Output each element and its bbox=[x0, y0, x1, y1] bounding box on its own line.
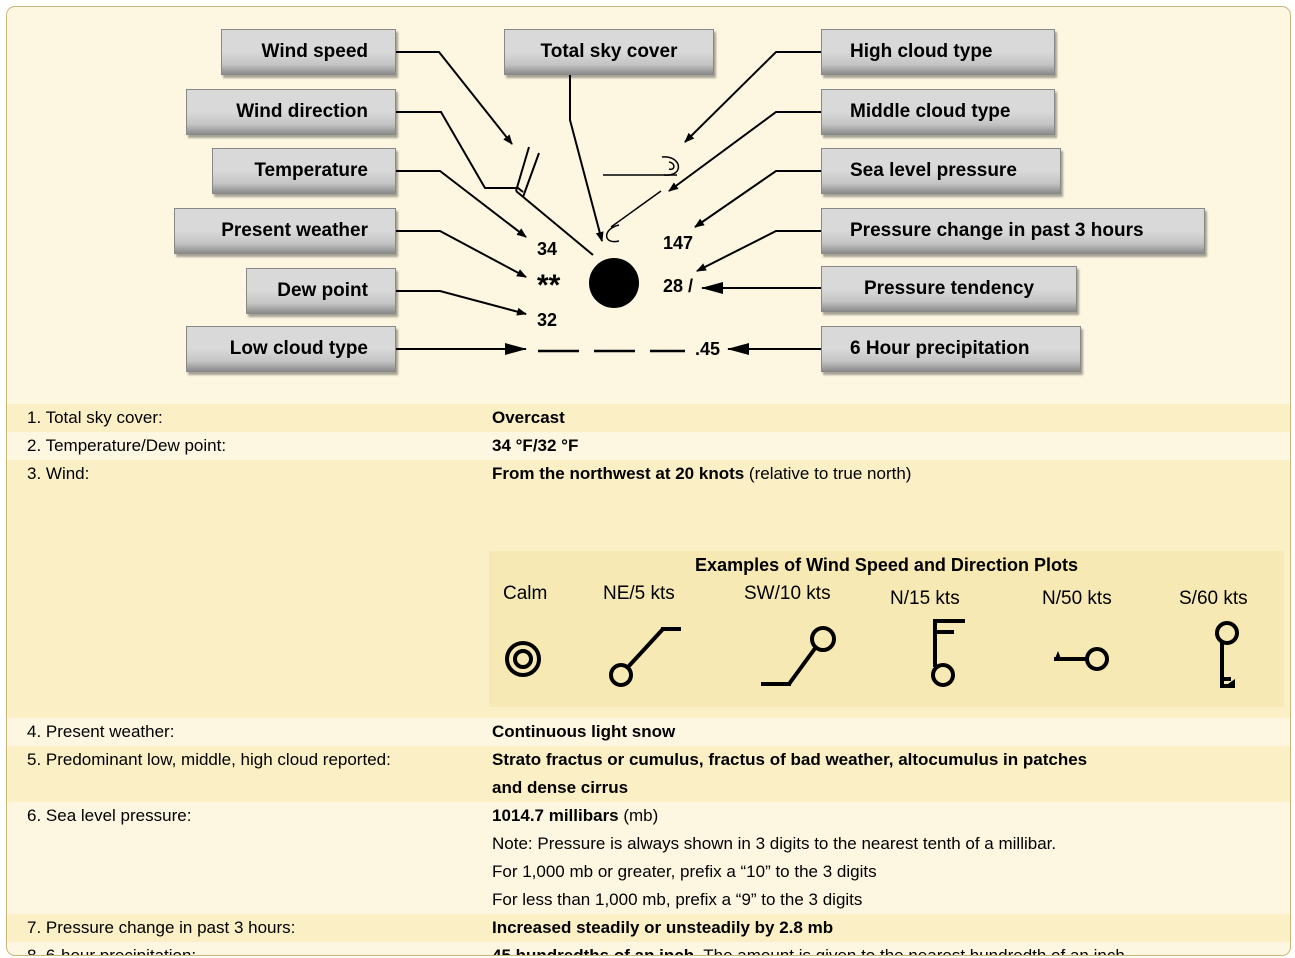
row-key: 5. Predominant low, middle, high cloud r… bbox=[27, 750, 391, 769]
wind-barb-symbol bbox=[515, 146, 594, 256]
middle-cloud-symbol bbox=[605, 190, 662, 243]
sky-cover-circle bbox=[589, 258, 639, 308]
present-weather-leader bbox=[395, 230, 527, 278]
table-row: 6. Sea level pressure: 1014.7 millibars … bbox=[7, 802, 1290, 914]
table-row: 5. Predominant low, middle, high cloud r… bbox=[7, 746, 1290, 802]
example-label-calm: Calm bbox=[503, 583, 548, 604]
row-key: 6. Sea level pressure: bbox=[27, 806, 192, 825]
row-value: Strato fractus or cumulus, fractus of ba… bbox=[492, 750, 1088, 769]
calm-circle-icon bbox=[505, 641, 541, 677]
label-wind-speed: Wind speed bbox=[221, 29, 396, 75]
example-label-n15: N/15 kts bbox=[890, 588, 960, 609]
wind-s-60kt-icon bbox=[1215, 621, 1239, 688]
sea-level-pressure-value: 147 bbox=[663, 233, 694, 253]
example-label-ne5: NE/5 kts bbox=[603, 583, 675, 604]
row-value: Overcast bbox=[492, 408, 565, 427]
row-value-cont: and dense cirrus bbox=[492, 778, 629, 797]
pressure-change-leader bbox=[696, 230, 822, 272]
label-sea-level-pressure: Sea level pressure bbox=[821, 148, 1061, 194]
total-sky-cover-leader bbox=[569, 74, 604, 242]
wind-sw-10kt-icon bbox=[761, 626, 836, 686]
wind-n-15kt-icon bbox=[931, 619, 965, 687]
wind-ne-5kt-icon bbox=[609, 627, 681, 687]
row-value-note: (relative to true north) bbox=[744, 464, 912, 483]
dew-point-value: 32 bbox=[537, 310, 558, 330]
label-middle-cloud-type: Middle cloud type bbox=[821, 89, 1055, 135]
dew-point-leader bbox=[395, 290, 527, 316]
wind-direction-leader bbox=[395, 111, 524, 193]
high-cloud-symbol bbox=[603, 156, 680, 176]
row-key: 4. Present weather: bbox=[27, 722, 175, 741]
pressure-note-1: Note: Pressure is always shown in 3 digi… bbox=[492, 834, 1057, 853]
row-value: Increased steadily or unsteadily by 2.8 … bbox=[492, 918, 834, 937]
row-value: 45 hundredths of an inch. bbox=[492, 946, 699, 956]
label-total-sky-cover: Total sky cover bbox=[504, 29, 714, 75]
temperature-leader bbox=[395, 170, 527, 238]
label-dew-point: Dew point bbox=[246, 268, 396, 314]
table-row: 3. Wind: From the northwest at 20 knots … bbox=[7, 460, 1290, 718]
table-row: 2. Temperature/Dew point: 34 °F/32 °F bbox=[7, 432, 1290, 460]
wind-examples-box: Examples of Wind Speed and Direction Plo… bbox=[489, 551, 1284, 707]
leader-lines bbox=[395, 51, 822, 355]
wind-n-50kt-icon bbox=[1054, 647, 1109, 671]
row-key: 3. Wind: bbox=[27, 464, 90, 483]
row-value-unit: (mb) bbox=[618, 806, 659, 825]
explanation-table: 1. Total sky cover: Overcast 2. Temperat… bbox=[7, 404, 1290, 956]
high-cloud-leader bbox=[684, 51, 822, 143]
row-key: 1. Total sky cover: bbox=[27, 408, 163, 427]
label-high-cloud-type: High cloud type bbox=[821, 29, 1055, 75]
row-key: 8. 6-hour precipitation: bbox=[27, 946, 197, 956]
row-value: From the northwest at 20 knots bbox=[492, 464, 745, 483]
label-pressure-change: Pressure change in past 3 hours bbox=[821, 208, 1205, 254]
sea-level-pressure-leader bbox=[694, 170, 822, 228]
middle-cloud-leader bbox=[668, 111, 822, 192]
wind-examples-symbols bbox=[505, 619, 1239, 688]
table-row: 1. Total sky cover: Overcast bbox=[7, 404, 1290, 432]
label-present-weather: Present weather bbox=[174, 208, 396, 254]
wind-speed-leader bbox=[395, 51, 513, 145]
pressure-change-value: 28 / bbox=[663, 276, 694, 296]
label-wind-direction: Wind direction bbox=[186, 89, 396, 135]
label-temperature: Temperature bbox=[212, 148, 396, 194]
pressure-note-3: For less than 1,000 mb, prefix a “9” to … bbox=[492, 890, 863, 909]
row-value-note: The amount is given to the nearest hundr… bbox=[698, 946, 1130, 956]
label-low-cloud-type: Low cloud type bbox=[186, 326, 396, 372]
pressure-note-2: For 1,000 mb or greater, prefix a “10” t… bbox=[492, 862, 877, 881]
label-pressure-tendency: Pressure tendency bbox=[821, 266, 1077, 312]
table-row: 4. Present weather: Continuous light sno… bbox=[7, 718, 1290, 746]
station-model-panel: 34 ** 32 147 28 / .45 Wind speed Wind di… bbox=[6, 6, 1291, 956]
examples-title: Examples of Wind Speed and Direction Plo… bbox=[695, 555, 1078, 575]
table-row: 7. Pressure change in past 3 hours: Incr… bbox=[7, 914, 1290, 942]
temperature-value: 34 bbox=[537, 239, 558, 259]
example-label-sw10: SW/10 kts bbox=[744, 583, 831, 604]
present-weather-value: ** bbox=[537, 269, 561, 302]
row-value: 1014.7 millibars bbox=[492, 806, 619, 825]
row-value: 34 °F/32 °F bbox=[492, 436, 579, 455]
pennant-s-60-icon bbox=[1222, 679, 1235, 688]
table-row: 8. 6-hour precipitation: 45 hundredths o… bbox=[7, 942, 1290, 956]
label-6-hour-precipitation: 6 Hour precipitation bbox=[821, 326, 1081, 372]
pennant-n-50-icon bbox=[1054, 651, 1062, 661]
row-key: 7. Pressure change in past 3 hours: bbox=[27, 918, 296, 937]
station-model-diagram bbox=[395, 51, 822, 355]
row-value: Continuous light snow bbox=[492, 722, 676, 741]
row-key: 2. Temperature/Dew point: bbox=[27, 436, 227, 455]
example-label-s60: S/60 kts bbox=[1179, 588, 1248, 609]
precipitation-value: .45 bbox=[695, 339, 721, 359]
example-label-n50: N/50 kts bbox=[1042, 588, 1112, 609]
